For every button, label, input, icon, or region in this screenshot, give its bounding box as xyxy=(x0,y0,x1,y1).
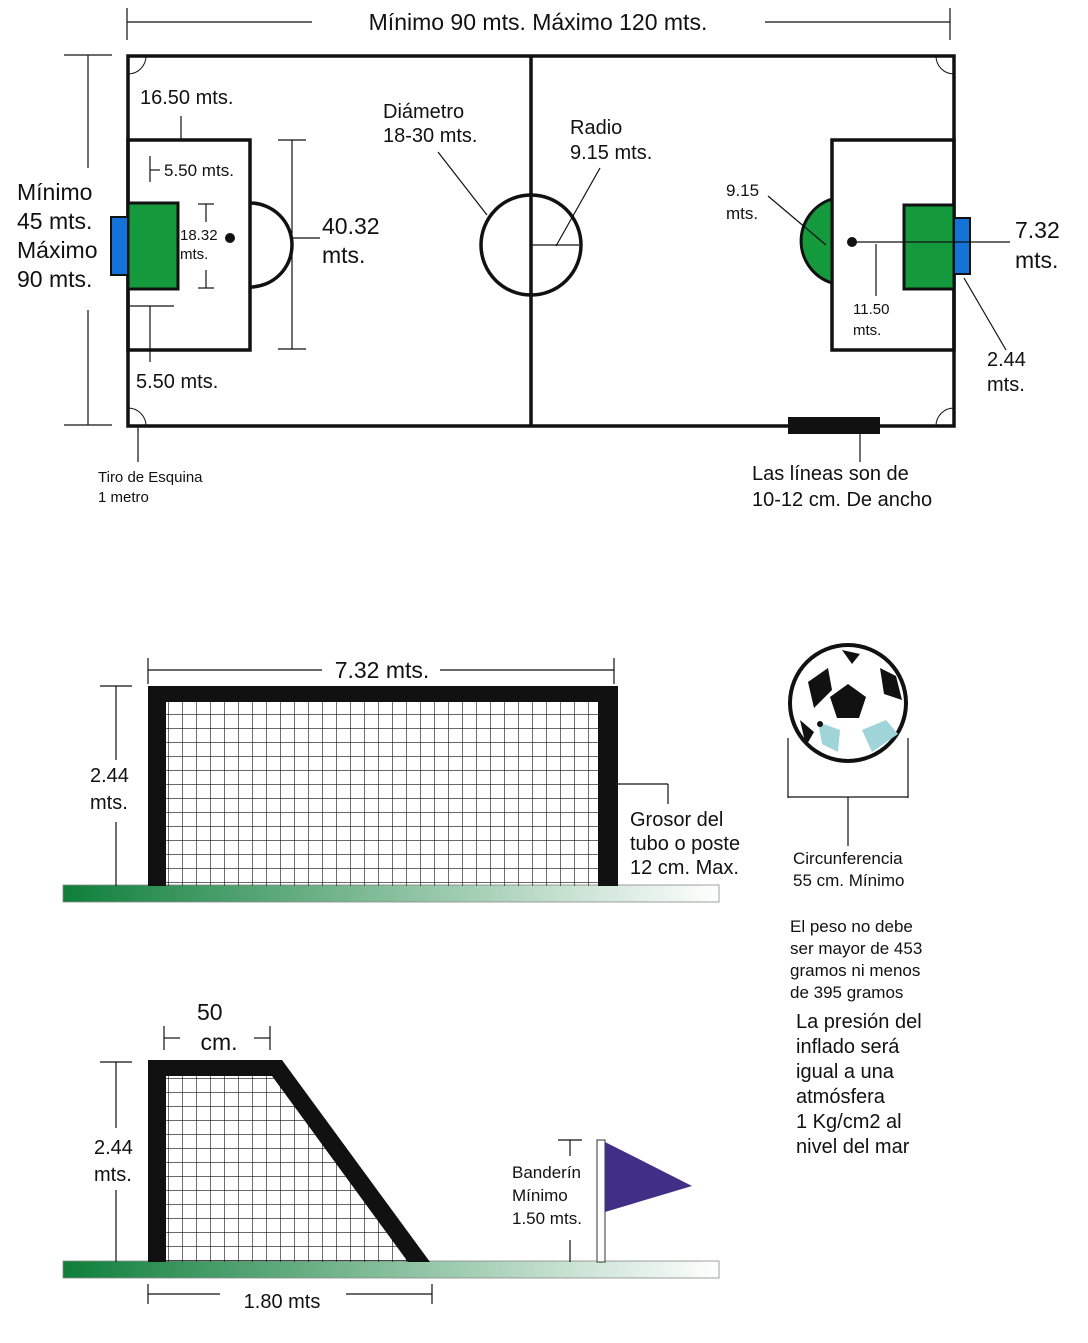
line-width-marker xyxy=(788,417,880,434)
goal-side-height-label: 2.44 mts. xyxy=(94,1137,139,1186)
right-goal-area xyxy=(902,203,956,291)
ball-specs: Circunferencia 55 cm. Mínimo El peso no … xyxy=(787,643,927,1158)
field-length-dimension: Mínimo 90 mts. Máximo 120 mts. xyxy=(126,8,951,40)
right-goal xyxy=(953,217,971,275)
goal-crossbar xyxy=(148,686,618,702)
left-area-dimensions: 16.50 mts. 5.50 mts. 18.32 mts. 40.32 mt… xyxy=(130,87,386,393)
flag-height-label: Banderín Mínimo 1.50 mts. xyxy=(512,1163,586,1228)
center-circle xyxy=(479,193,583,297)
goal-net-front xyxy=(166,702,598,886)
soccer-ball-icon xyxy=(788,643,908,763)
goal-side-view: 50 cm. 2.44 mts. 1.80 mts Banderín Mínim… xyxy=(62,999,720,1313)
right-penalty-arc xyxy=(799,196,834,286)
corner-arcs xyxy=(127,55,955,427)
corner-kick-label: Tiro de Esquina 1 metro xyxy=(98,469,207,506)
penalty-spot-distance-label: 11.50 mts. xyxy=(853,301,894,339)
corner-flag-icon xyxy=(596,1139,692,1263)
ball-pressure-label: La presión del inflado será igual a una … xyxy=(796,1011,927,1158)
field-length-label: Mínimo 90 mts. Máximo 120 mts. xyxy=(369,9,708,35)
circle-radius-label: Radio 9.15 mts. xyxy=(570,117,652,164)
circle-diameter-label: Diámetro 18-30 mts. xyxy=(383,101,477,147)
ground-strip-front xyxy=(62,884,720,903)
left-goal-area xyxy=(126,201,180,291)
ground-strip-side xyxy=(62,1260,720,1279)
post-thickness-label: Grosor del tubo o poste 12 cm. Max. xyxy=(630,809,746,879)
goal-width-label: 7.32 mts. xyxy=(1015,217,1066,273)
goal-front-view: 7.32 mts. 2.44 mts. Grosor del tubo o po… xyxy=(62,657,746,903)
goal-side-frame xyxy=(148,1060,430,1262)
goal-left-post xyxy=(148,686,166,886)
goal-area-bottom-label: 5.50 mts. xyxy=(136,371,218,393)
goal-top-depth-label: 50 cm. xyxy=(197,999,238,1055)
left-penalty-spot xyxy=(225,233,235,243)
line-width-label: Las líneas son de 10-12 cm. De ancho xyxy=(752,463,932,511)
ball-circumference-label: Circunferencia 55 cm. Mínimo xyxy=(793,849,907,890)
ball-weight-label: El peso no debe ser mayor de 453 gramos … xyxy=(790,917,927,1002)
left-goal xyxy=(110,216,129,276)
goal-front-height-label: 2.44 mts. xyxy=(90,765,135,814)
field-width-label: Mínimo 45 mts. Máximo 90 mts. xyxy=(17,179,104,292)
field-plan: Mínimo 90 mts. Máximo 120 mts. Mínimo 45… xyxy=(17,8,1066,511)
goal-front-width-label: 7.32 mts. xyxy=(335,657,430,683)
goal-bottom-depth-label: 1.80 mts xyxy=(244,1291,321,1313)
left-penalty-arc xyxy=(249,201,294,289)
goal-area-width-label: 18.32 mts. xyxy=(180,227,222,263)
penalty-arc-radius-label: 9.15 mts. xyxy=(726,181,764,223)
penalty-area-width-label: 40.32 mts. xyxy=(322,213,386,268)
goal-area-depth-label: 5.50 mts. xyxy=(164,161,234,180)
penalty-area-depth-label: 16.50 mts. xyxy=(140,87,233,109)
field-width-dimension: Mínimo 45 mts. Máximo 90 mts. xyxy=(17,54,112,426)
goal-right-post xyxy=(598,686,618,886)
goal-height-label: 2.44 mts. xyxy=(987,349,1032,396)
